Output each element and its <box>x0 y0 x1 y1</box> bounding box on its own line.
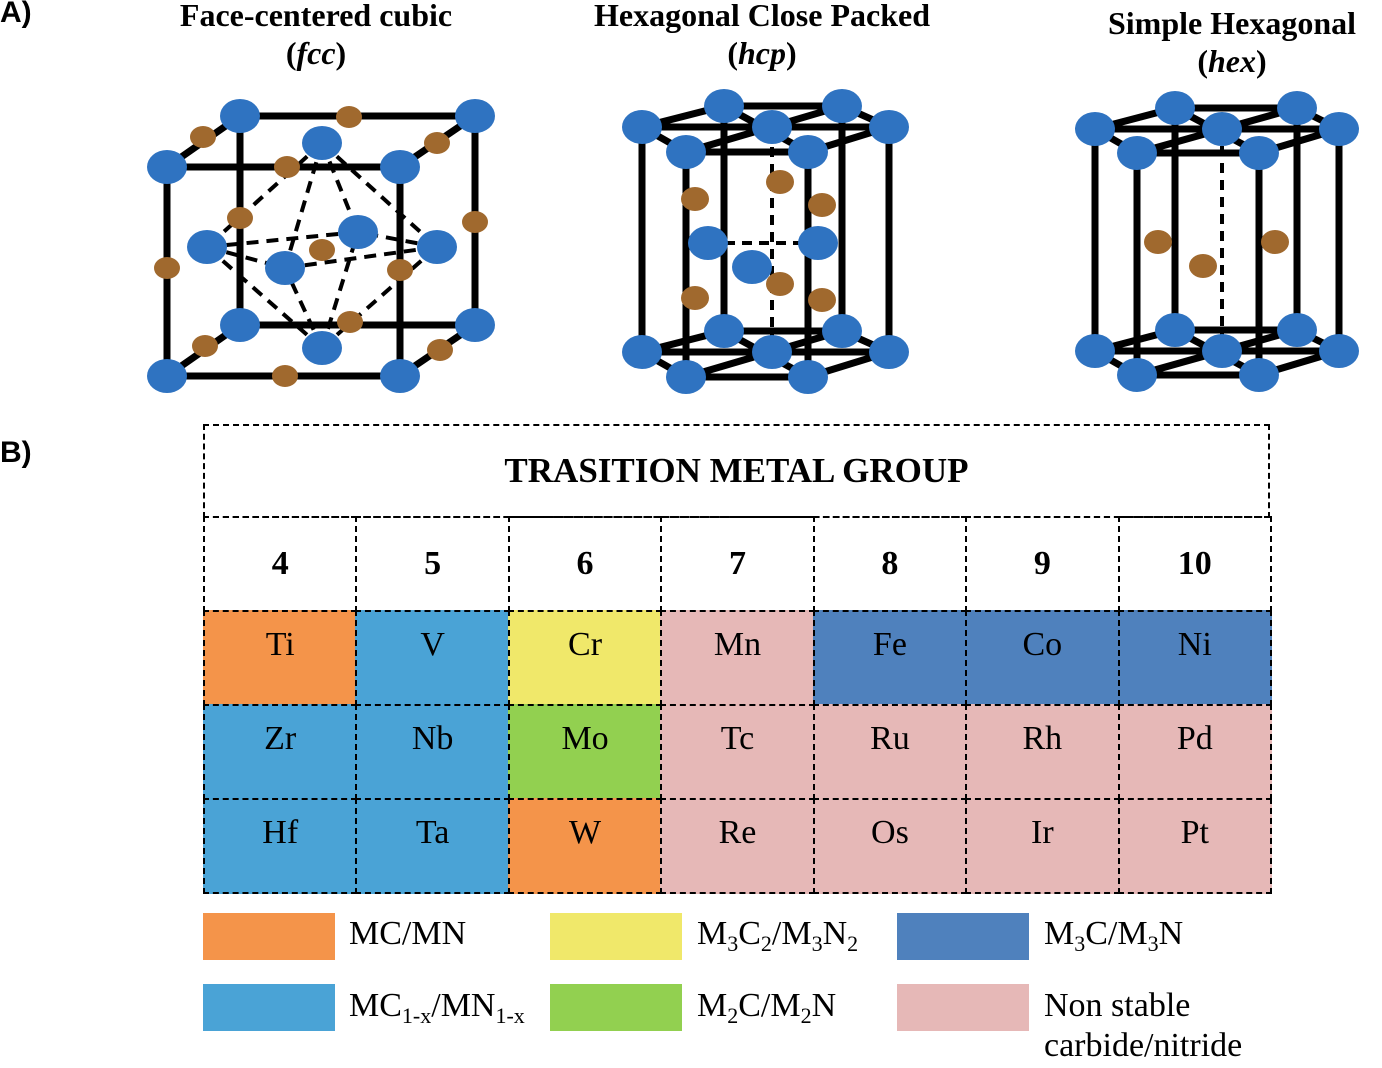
element-v: V <box>355 610 510 706</box>
legend-label-m3c2-m3n2: M3C2/M3N2 <box>697 914 859 956</box>
label-text: M <box>697 987 728 1024</box>
element-ir: Ir <box>965 798 1120 894</box>
element-re: Re <box>660 798 815 894</box>
panel-a-label: A) <box>0 0 32 29</box>
label-text: N <box>811 987 837 1024</box>
panel-b-label: B) <box>0 436 32 469</box>
label-text: N <box>822 915 848 952</box>
subscript: 3 <box>727 931 739 956</box>
fcc-title: Face-centered cubic (fcc) <box>180 0 452 72</box>
fcc-abbreviation: (fcc) <box>285 35 347 71</box>
hex-name: Simple Hexagonal <box>1107 5 1357 41</box>
legend-swatch-m3c-m3n <box>897 913 1029 960</box>
subscript: 1-x <box>401 1003 432 1028</box>
element-os: Os <box>812 798 968 894</box>
subscript: 2 <box>800 1003 812 1028</box>
element-rh: Rh <box>965 704 1120 800</box>
label-text: MC <box>349 987 402 1024</box>
legend-label-mc-mn: MC/MN <box>349 914 466 954</box>
element-co: Co <box>965 610 1120 706</box>
element-ti: Ti <box>203 610 358 706</box>
element-nb: Nb <box>355 704 510 800</box>
label-text: /MN <box>431 987 496 1024</box>
label-text: C/M <box>738 987 801 1024</box>
label-text: M <box>697 915 728 952</box>
legend-swatch-m2c-m2n <box>550 984 682 1031</box>
hcp-name: Hexagonal Close Packed <box>594 0 930 33</box>
hex-lattice-diagram <box>1075 91 1359 392</box>
subscript: 2 <box>847 931 859 956</box>
label-text: M <box>1044 915 1075 952</box>
subscript: 2 <box>727 1003 739 1028</box>
table-title: TRASITION METAL GROUP <box>203 424 1270 518</box>
element-ru: Ru <box>812 704 968 800</box>
hcp-title: Hexagonal Close Packed (hcp) <box>594 0 930 72</box>
fcc-name: Face-centered cubic <box>179 0 453 33</box>
subscript: 3 <box>1074 931 1086 956</box>
subscript: 1-x <box>495 1003 525 1028</box>
element-pd: Pd <box>1117 704 1272 800</box>
legend-swatch-non-stable-carbide-nitride <box>897 984 1029 1031</box>
element-mo: Mo <box>507 704 663 800</box>
label-text: N <box>1158 915 1184 952</box>
hcp-abbreviation: (hcp) <box>727 35 797 71</box>
legend-label-m2c-m2n: M2C/M2N <box>697 986 837 1028</box>
legend-label-line: Non stable <box>1044 987 1191 1024</box>
hex-title: Simple Hexagonal (hex) <box>1108 4 1356 80</box>
fcc-lattice-diagram <box>147 99 495 393</box>
group-header-7: 7 <box>660 516 815 612</box>
element-zr: Zr <box>203 704 358 800</box>
group-header-9: 9 <box>965 516 1120 612</box>
group-header-8: 8 <box>812 516 968 612</box>
subscript: 3 <box>1147 931 1159 956</box>
element-w: W <box>507 798 663 894</box>
label-text: /M <box>771 915 812 952</box>
legend-label-m3c-m3n: M3C/M3N <box>1044 914 1184 956</box>
group-header-10: 10 <box>1117 516 1272 612</box>
legend-swatch-mc-mn <box>203 913 335 960</box>
element-tc: Tc <box>660 704 815 800</box>
legend-swatch-mc1-x-mn1-x <box>203 984 335 1031</box>
element-ni: Ni <box>1117 610 1272 706</box>
legend-label-line: carbide/nitride <box>1044 1027 1243 1064</box>
hcp-lattice-diagram <box>622 89 909 394</box>
group-header-5: 5 <box>355 516 510 612</box>
label-text: C <box>738 915 761 952</box>
group-header-4: 4 <box>203 516 358 612</box>
subscript: 3 <box>811 931 823 956</box>
label-text: C/M <box>1085 915 1148 952</box>
element-pt: Pt <box>1117 798 1272 894</box>
subscript: 2 <box>760 931 772 956</box>
element-cr: Cr <box>507 610 663 706</box>
element-mn: Mn <box>660 610 815 706</box>
label-text: MC/MN <box>349 915 467 952</box>
hex-abbreviation: (hex) <box>1197 43 1267 79</box>
element-hf: Hf <box>203 798 358 894</box>
element-fe: Fe <box>812 610 968 706</box>
element-ta: Ta <box>355 798 510 894</box>
legend-swatch-m3c2-m3n2 <box>550 913 682 960</box>
legend-label-mc1-x-mn1-x: MC1-x/MN1-x <box>349 986 525 1028</box>
group-header-6: 6 <box>507 516 663 612</box>
